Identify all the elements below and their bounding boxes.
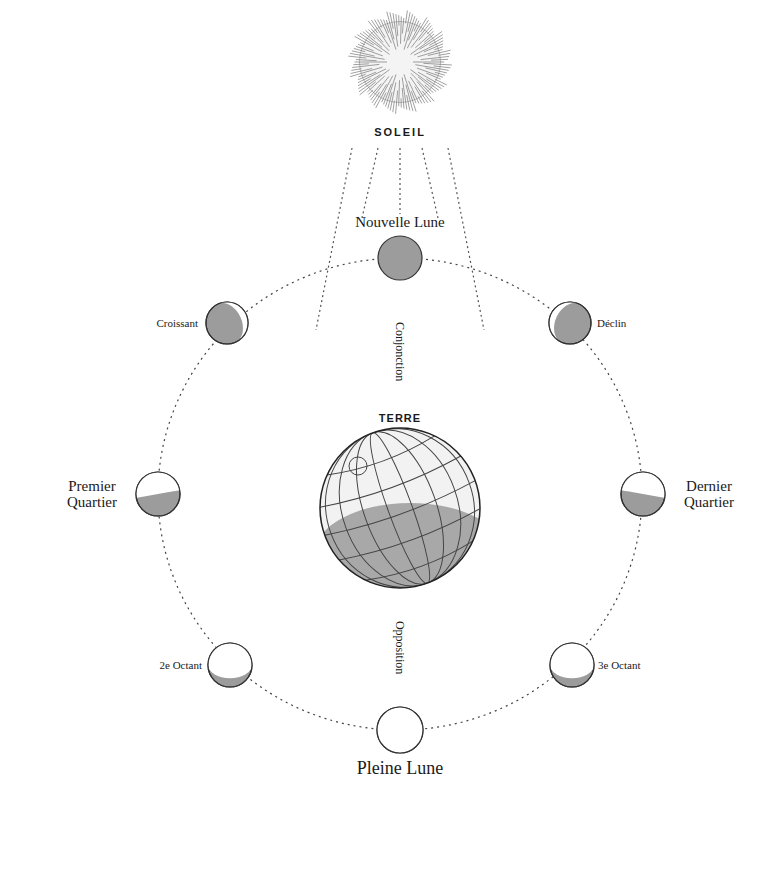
orbit-path <box>158 258 642 730</box>
phase-label: Croissant <box>156 317 198 329</box>
shape-outline <box>621 472 665 516</box>
shape-outline <box>377 707 423 753</box>
shape-outline <box>206 302 248 344</box>
phase-label: 3e Octant <box>598 659 640 671</box>
moon-phase: 3e Octant <box>550 643 594 687</box>
phase-label: Premier Quartier <box>56 478 128 511</box>
phase-label: Pleine Lune <box>357 759 443 779</box>
shape-outline <box>136 472 180 516</box>
axis-label: Opposition <box>393 619 406 676</box>
shape-outline <box>550 643 594 687</box>
moon-phase: Croissant <box>206 302 248 344</box>
axis-label: Conjonction <box>393 320 406 383</box>
phase-label: SOLEIL <box>374 126 426 138</box>
earth-globe: TERRE <box>320 428 480 588</box>
shape-outline <box>320 428 480 588</box>
phase-label: Nouvelle Lune <box>355 214 445 231</box>
shape-outline <box>348 10 452 114</box>
moon-phase: Déclin <box>549 302 591 344</box>
sun-rays <box>316 148 484 330</box>
shape-outline <box>549 302 591 344</box>
moon-phase: Pleine Lune <box>377 707 423 753</box>
phase-label: 2e Octant <box>160 659 202 671</box>
moon-phase: Dernier Quartier <box>621 472 665 516</box>
moon-phase: Premier Quartier <box>136 472 180 516</box>
sun-figure: SOLEIL <box>348 10 452 114</box>
phase-label: Déclin <box>597 317 626 329</box>
phase-label: Dernier Quartier <box>673 478 745 511</box>
shape-outline <box>378 236 422 280</box>
moon-phase: 2e Octant <box>208 643 252 687</box>
moon-phase: Nouvelle Lune <box>378 236 422 280</box>
phase-label: TERRE <box>379 412 421 424</box>
shape-outline <box>208 643 252 687</box>
